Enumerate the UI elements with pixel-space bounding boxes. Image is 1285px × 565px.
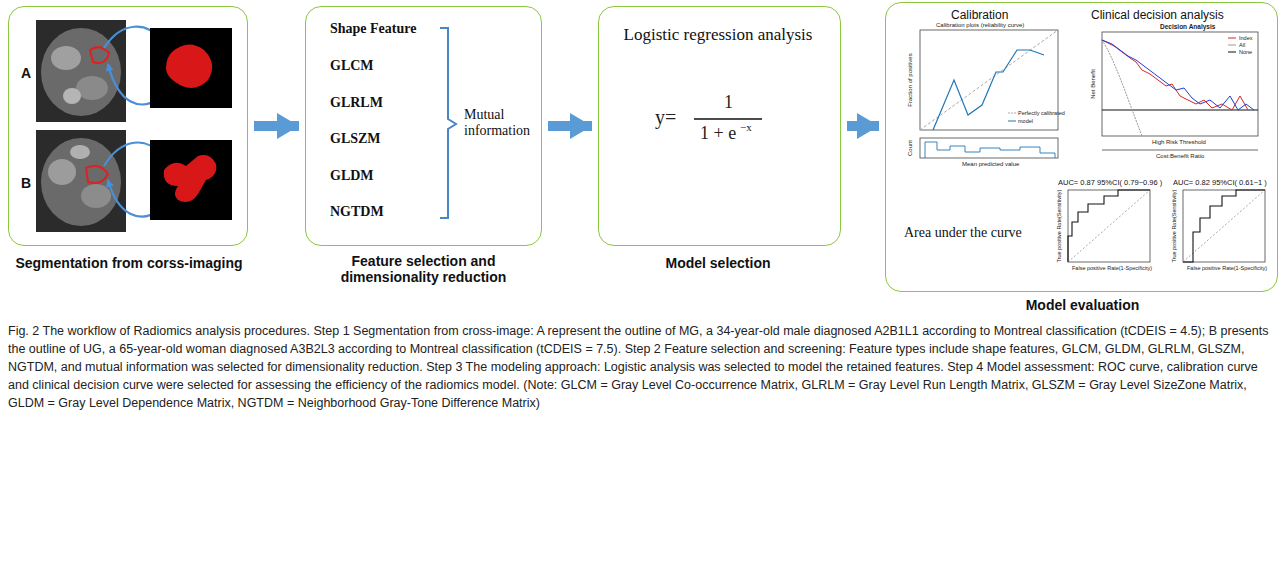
flow-arrow <box>254 121 299 131</box>
roc-plot <box>1183 190 1265 262</box>
mri-image-b <box>86 166 108 183</box>
plot-legend-text: None <box>1239 49 1252 55</box>
calibration-plot <box>933 50 1044 130</box>
axis-label: Cost:Benefit Ratio <box>1156 153 1204 160</box>
auc-value: AUC= 0.82 95%CI( 0.61~1 ) <box>1173 179 1267 188</box>
flow-arrow <box>548 121 592 131</box>
panel-caption: Model evaluation <box>886 297 1279 313</box>
image-letter: B <box>21 175 31 191</box>
decision-curve-plot <box>1102 40 1142 136</box>
feature-type: GLDM <box>330 168 374 184</box>
plot-title: Decision Analysis <box>1160 23 1215 30</box>
roc-plot <box>1068 190 1150 262</box>
plot-legend-text: model <box>1018 118 1033 124</box>
axis-label: Mean predicted value <box>962 161 1019 168</box>
panel-caption: Feature selection and dimensionality red… <box>306 253 541 285</box>
segmentation-mask-b <box>150 140 232 220</box>
plot-legend-text: Index <box>1239 35 1252 41</box>
calibration-plot <box>920 138 1058 158</box>
decision-curve-plot <box>1102 110 1258 111</box>
segmentation-mask-a <box>166 44 212 88</box>
formula-part: −x <box>740 121 752 133</box>
figure-caption: Fig. 2 The workflow of Radiomics analysi… <box>8 322 1277 412</box>
calibration-plot <box>925 142 1055 158</box>
roc-plot <box>1183 190 1265 262</box>
calibration-plot <box>1008 113 1016 114</box>
segmentation-mask-a <box>150 28 232 108</box>
panel-heading: Logistic regression analysis <box>599 25 837 45</box>
panel-caption: Model selection <box>599 255 837 271</box>
axis-label: Fraction of positives <box>907 53 914 106</box>
feature-panel: Shape FeatureGLCM GLRLM GLSZM GLDM NGTDM Mutu… <box>305 6 542 246</box>
mri-image-b <box>70 145 90 159</box>
feature-type: GLRLM <box>330 95 383 111</box>
evaluation-panel: Calibration Clinical decision analysisAre… <box>885 2 1278 292</box>
axis-label: True positive Rate(Sensitivity) <box>1056 190 1062 263</box>
formula-part: y= <box>655 106 676 128</box>
formula-part: 1 + e <box>700 124 736 144</box>
plot-legend-text: All <box>1239 42 1245 48</box>
calibration-plot <box>920 30 1058 158</box>
segmentation-mask-b <box>164 155 217 202</box>
roc-plot <box>1068 190 1150 262</box>
plot-title: Calibration plots (reliability curve) <box>936 22 1024 29</box>
axis-label: False positive Rate(1-Specificity) <box>1072 265 1152 271</box>
mri-image-a <box>36 20 126 122</box>
roc-plot <box>1183 190 1265 262</box>
feature-type: GLSZM <box>330 131 381 147</box>
axis-label: True positive Rate(Sensitivity) <box>1171 190 1177 263</box>
roc-plot <box>1068 190 1150 262</box>
feature-type: NGTDM <box>330 204 384 220</box>
plot-heading: Area under the curve <box>904 225 1022 241</box>
decision-curve-plot <box>1228 52 1236 53</box>
feature-type: Shape Feature <box>330 21 416 37</box>
plot-heading: Clinical decision analysis <box>1091 9 1224 23</box>
mri-image-b <box>48 159 76 185</box>
plot-legend-text: Perfectly calibrated <box>1018 110 1065 116</box>
method-name: Mutual information <box>464 107 538 139</box>
calibration-plot <box>1008 121 1016 122</box>
decision-curve-plot <box>1102 32 1258 136</box>
feature-type: GLCM <box>330 58 374 74</box>
decision-curve-plot <box>1228 45 1236 46</box>
mri-image-a <box>90 47 109 63</box>
decision-curve-plot <box>1102 40 1248 110</box>
segmentation-mask-a <box>150 28 232 108</box>
formula-part: 1 <box>724 93 733 113</box>
axis-label: Count <box>907 140 914 156</box>
mri-image-a <box>63 88 81 104</box>
plot-heading: Calibration <box>951 9 1008 23</box>
image-letter: A <box>21 65 31 81</box>
decision-curve-plot <box>1102 150 1258 151</box>
segmentation-mask-b <box>150 140 232 220</box>
decision-curve-plot <box>1102 40 1254 110</box>
auc-value: AUC= 0.87 95%CI( 0.79~0.96 ) <box>1058 179 1162 188</box>
axis-label: False positive Rate(1-Specificity) <box>1187 265 1267 271</box>
roc-plot <box>1068 190 1150 262</box>
fraction-line <box>694 118 762 119</box>
roc-plot <box>1183 190 1265 262</box>
mri-image-b <box>36 130 126 232</box>
decision-curve-plot <box>1228 38 1236 39</box>
segmentation-panel: ABSegmentation from corss-imaging <box>8 6 248 246</box>
mri-image-a <box>51 46 81 70</box>
mri-image-a <box>36 20 126 122</box>
feature-bracket <box>440 28 456 218</box>
axis-label: High Risk Threshold <box>1152 139 1206 146</box>
mri-image-b <box>81 184 111 208</box>
flow-arrow <box>847 121 879 131</box>
panel-caption: Segmentation from corss-imaging <box>9 255 249 271</box>
decision-curve-plot <box>1102 32 1258 150</box>
axis-label: Net Benefit <box>1090 69 1097 99</box>
mri-image-b <box>36 130 126 232</box>
feature-bracket <box>440 28 456 218</box>
fraction-line <box>694 119 762 120</box>
